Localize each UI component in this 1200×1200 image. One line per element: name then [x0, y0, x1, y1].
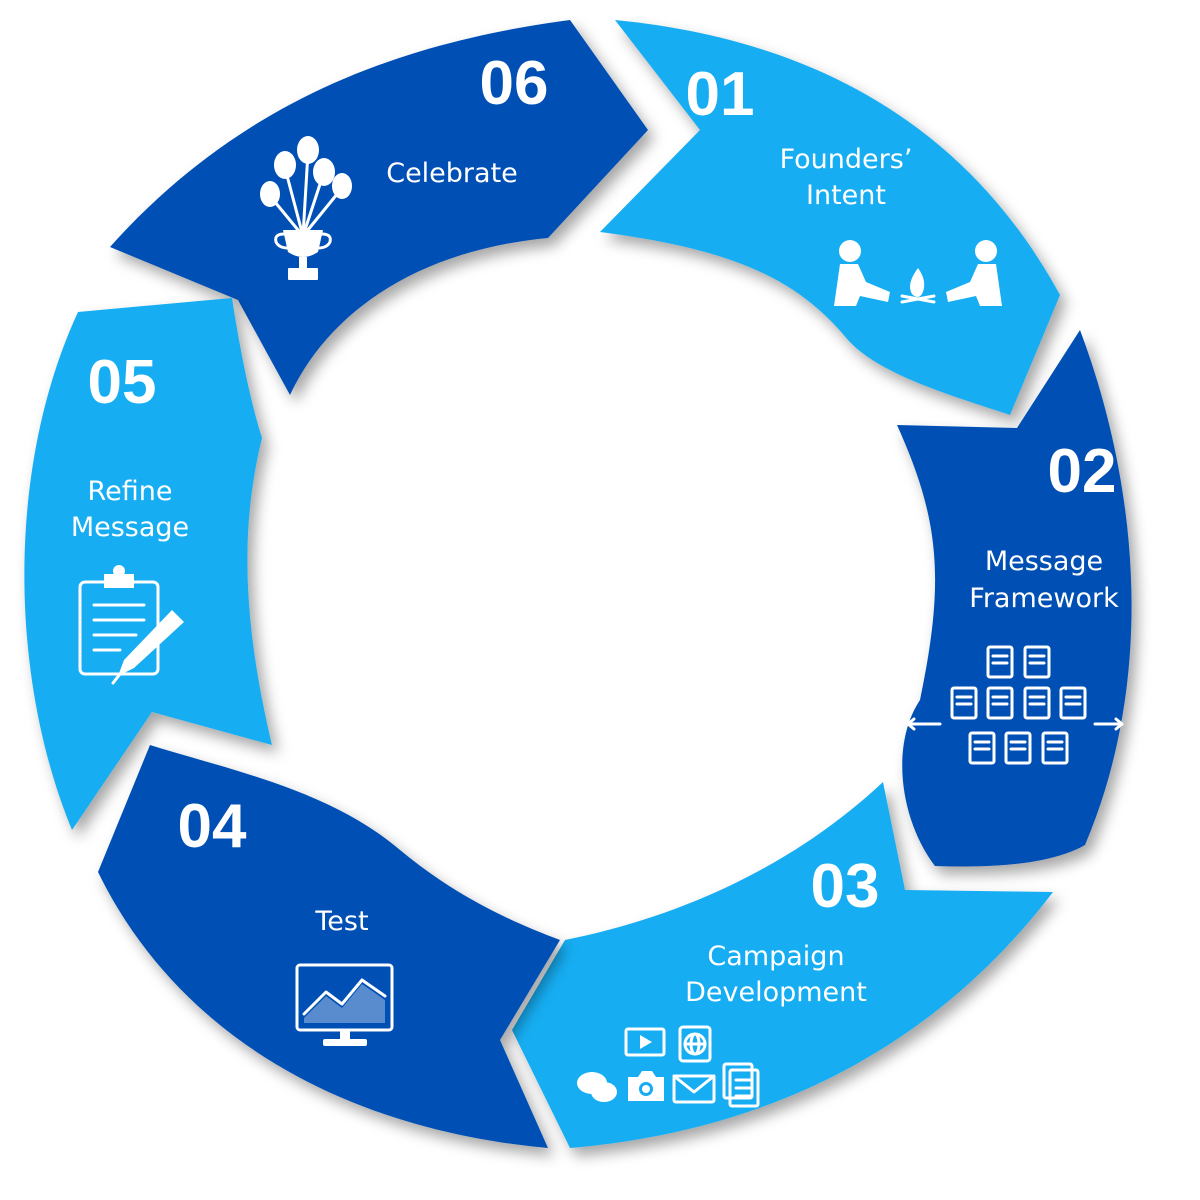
step-05-number: 05	[88, 348, 157, 417]
campfire-people-icon	[834, 240, 1002, 306]
monitor-chart-icon	[295, 963, 394, 1046]
step-03-label-line-1: Campaign	[707, 941, 844, 972]
media-channels-icon	[577, 1025, 760, 1108]
step-04-segment[interactable]: 04 Test	[98, 745, 560, 1148]
step-05-segment[interactable]: 05 Refine Message	[24, 298, 272, 830]
step-01-label-line-1: Founders’	[780, 144, 913, 175]
trophy-balloons-icon	[260, 136, 352, 280]
step-02-segment[interactable]: 02 Message Framework	[897, 330, 1132, 867]
step-03-segment[interactable]: 03 Campaign Development	[512, 782, 1053, 1148]
step-01-label-line-2: Intent	[806, 180, 886, 211]
step-02-number: 02	[1048, 437, 1117, 506]
document-grid-icon	[906, 645, 1124, 765]
step-04-number: 04	[178, 792, 247, 861]
step-06-number: 06	[480, 49, 549, 118]
step-01-arrow-shape	[600, 20, 1060, 415]
clipboard-pen-icon	[78, 565, 184, 685]
step-05-arrow-shape	[24, 298, 272, 830]
step-03-label-line-2: Development	[685, 977, 867, 1008]
step-02-label-line-1: Message	[985, 546, 1103, 577]
step-03-number: 03	[811, 852, 880, 921]
step-05-label-line-1: Refine	[88, 476, 173, 507]
step-02-label-line-2: Framework	[969, 583, 1119, 614]
step-06-label-line-1: Celebrate	[386, 158, 518, 189]
step-04-arrow-shape	[98, 745, 560, 1148]
step-04-label-line-1: Test	[314, 906, 368, 937]
step-05-label-line-2: Message	[71, 512, 189, 543]
step-02-arrow-shape	[897, 330, 1132, 867]
step-06-arrow-shape	[110, 20, 648, 395]
step-06-segment[interactable]: 06 Celebrate	[110, 20, 648, 395]
step-01-number: 01	[686, 60, 755, 129]
step-01-segment[interactable]: 01 Founders’ Intent	[600, 20, 1060, 415]
